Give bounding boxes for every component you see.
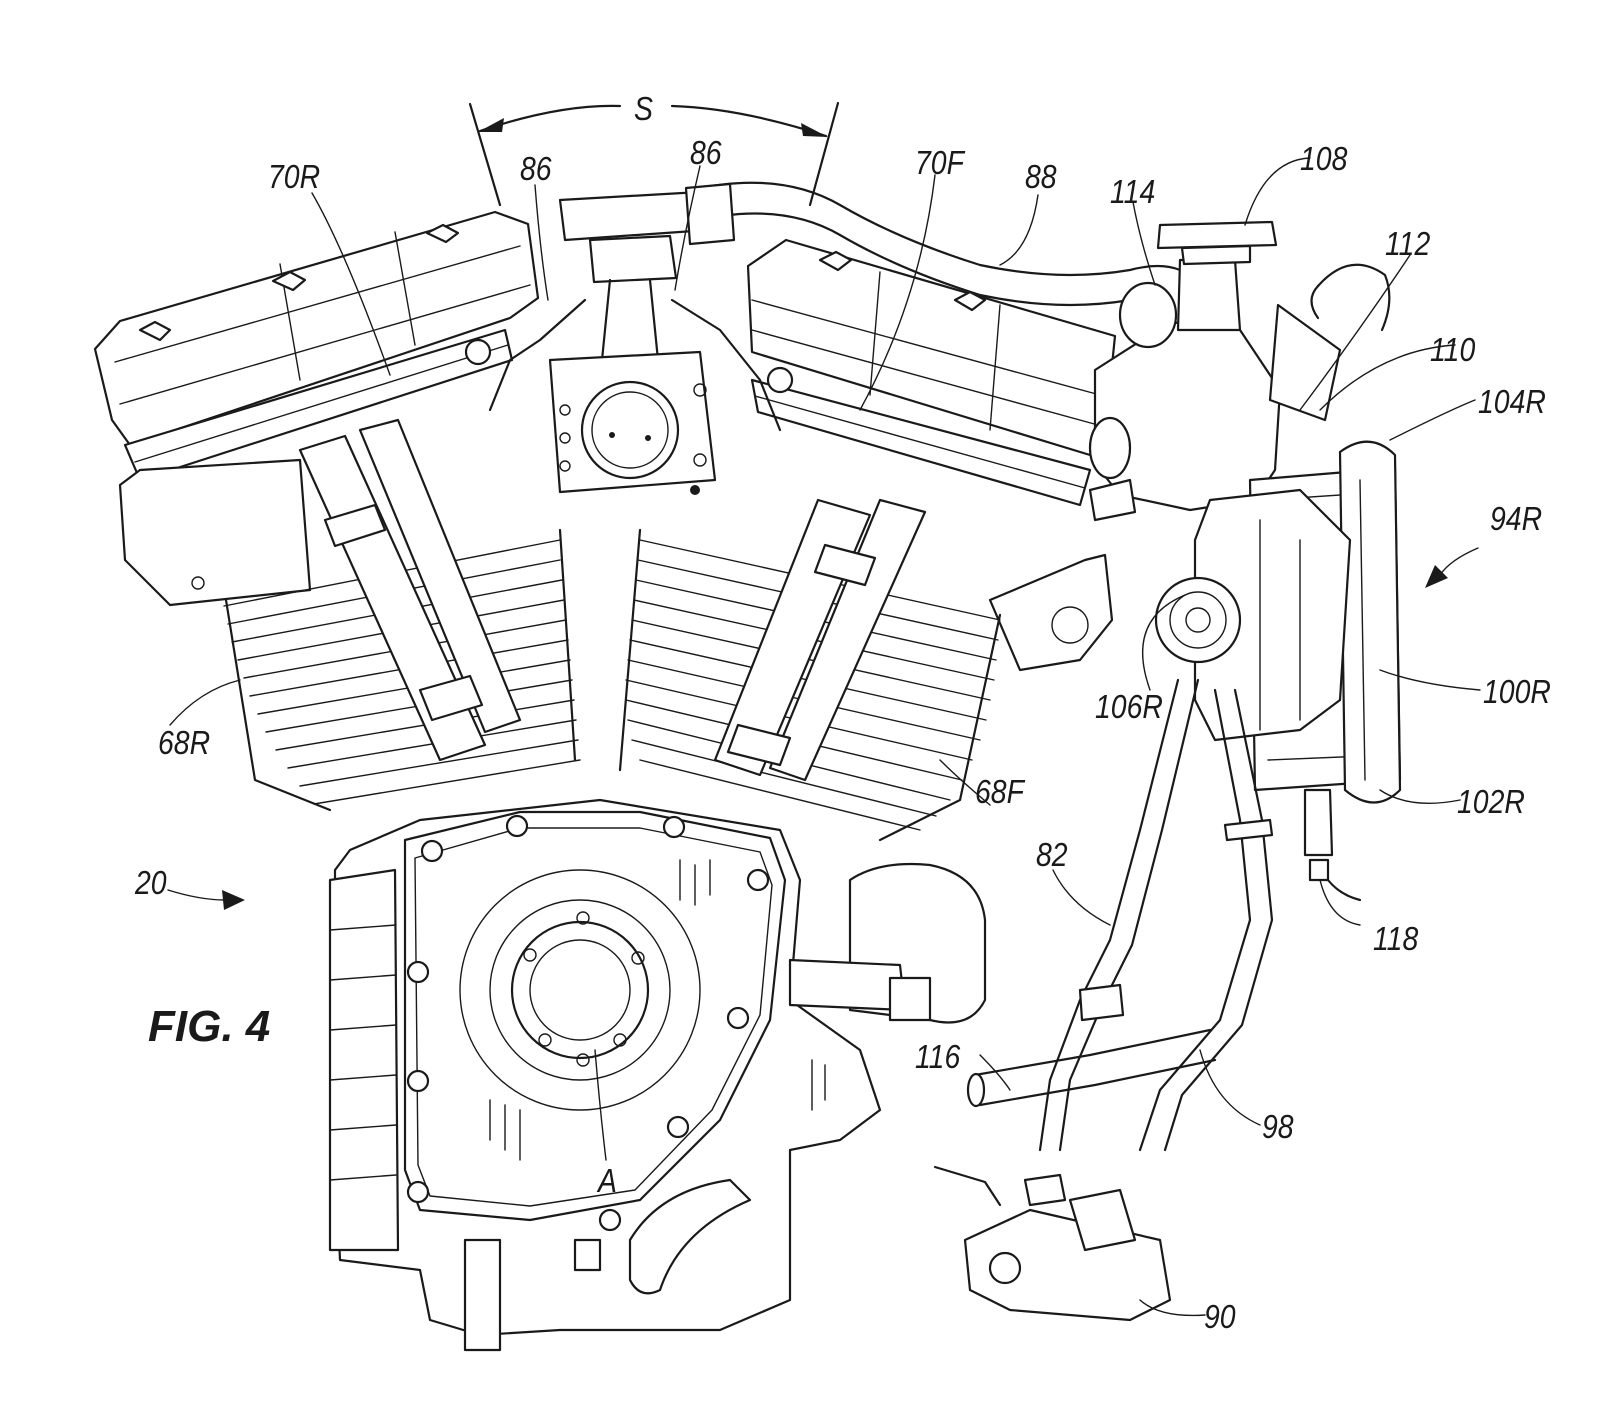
label-108: 108: [1300, 140, 1348, 177]
label-94r: 94R: [1490, 500, 1543, 537]
label-102r: 102R: [1457, 783, 1525, 820]
front-cylinder-fins: [618, 498, 1114, 842]
label-68f: 68F: [975, 773, 1024, 810]
callout-arrows: [167, 547, 1479, 910]
label-s-angle: S: [634, 90, 653, 127]
crankcase: [328, 798, 987, 1352]
label-104r: 104R: [1478, 383, 1546, 420]
coolant-reservoir: [1088, 220, 1391, 522]
intake-throttle-body: [464, 190, 794, 495]
label-86-left: 86: [520, 150, 552, 187]
front-rocker-cover: [746, 238, 1117, 507]
label-70r: 70R: [268, 158, 321, 195]
label-90: 90: [1204, 1298, 1236, 1335]
figure-title: FIG. 4: [148, 1002, 271, 1051]
rear-cylinder-fins: [118, 418, 581, 812]
rear-rocker-cover: [93, 210, 540, 482]
oil-line-88: [684, 181, 1182, 307]
label-118: 118: [1373, 920, 1419, 957]
label-110: 110: [1430, 331, 1476, 368]
label-a: A: [598, 1162, 617, 1199]
label-68r: 68R: [158, 724, 211, 761]
label-98: 98: [1262, 1108, 1294, 1145]
label-106r: 106R: [1095, 688, 1163, 725]
label-20: 20: [135, 864, 167, 901]
label-116: 116: [915, 1038, 961, 1075]
label-86-right: 86: [690, 134, 722, 171]
label-100r: 100R: [1483, 673, 1551, 710]
angle-s-dimension: [468, 101, 840, 207]
label-88: 88: [1025, 158, 1057, 195]
radiator-assembly: [1154, 440, 1402, 902]
label-114: 114: [1110, 173, 1156, 210]
label-82: 82: [1036, 836, 1068, 873]
coolant-hoses: [933, 678, 1274, 1322]
label-70f: 70F: [915, 144, 964, 181]
leader-lines: [169, 157, 1481, 1317]
label-112: 112: [1385, 225, 1431, 262]
